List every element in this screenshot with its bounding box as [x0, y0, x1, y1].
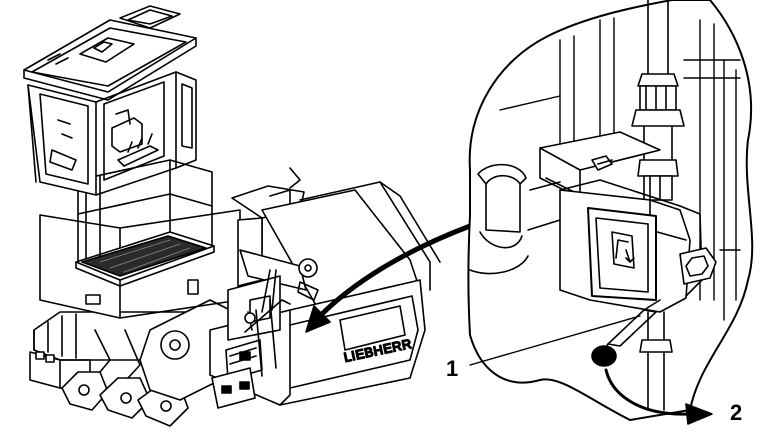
cab-roof — [23, 5, 197, 101]
cab-platform — [75, 231, 215, 287]
mounting-bracket — [527, 131, 661, 231]
operator-cab — [27, 71, 197, 196]
lower-pipe — [639, 311, 673, 411]
callout-label-2: 2 — [730, 400, 743, 425]
upper-pipe — [631, 0, 685, 201]
background-rods — [499, 17, 741, 321]
hose-bend — [469, 163, 529, 275]
valve-detail-view — [467, 0, 754, 421]
cab-handrail — [77, 159, 213, 263]
excavator-illustration: LIEBHERR — [23, 5, 441, 427]
callout-1-leader — [469, 315, 641, 366]
instruction-plate — [587, 207, 657, 301]
callout-label-1: 1 — [446, 356, 459, 381]
boom-cylinder — [187, 249, 319, 301]
lever-motion-arrow — [604, 368, 713, 425]
lever-handle — [591, 299, 661, 367]
pointer-arrow — [305, 223, 473, 333]
valve-block-overview — [211, 269, 291, 409]
